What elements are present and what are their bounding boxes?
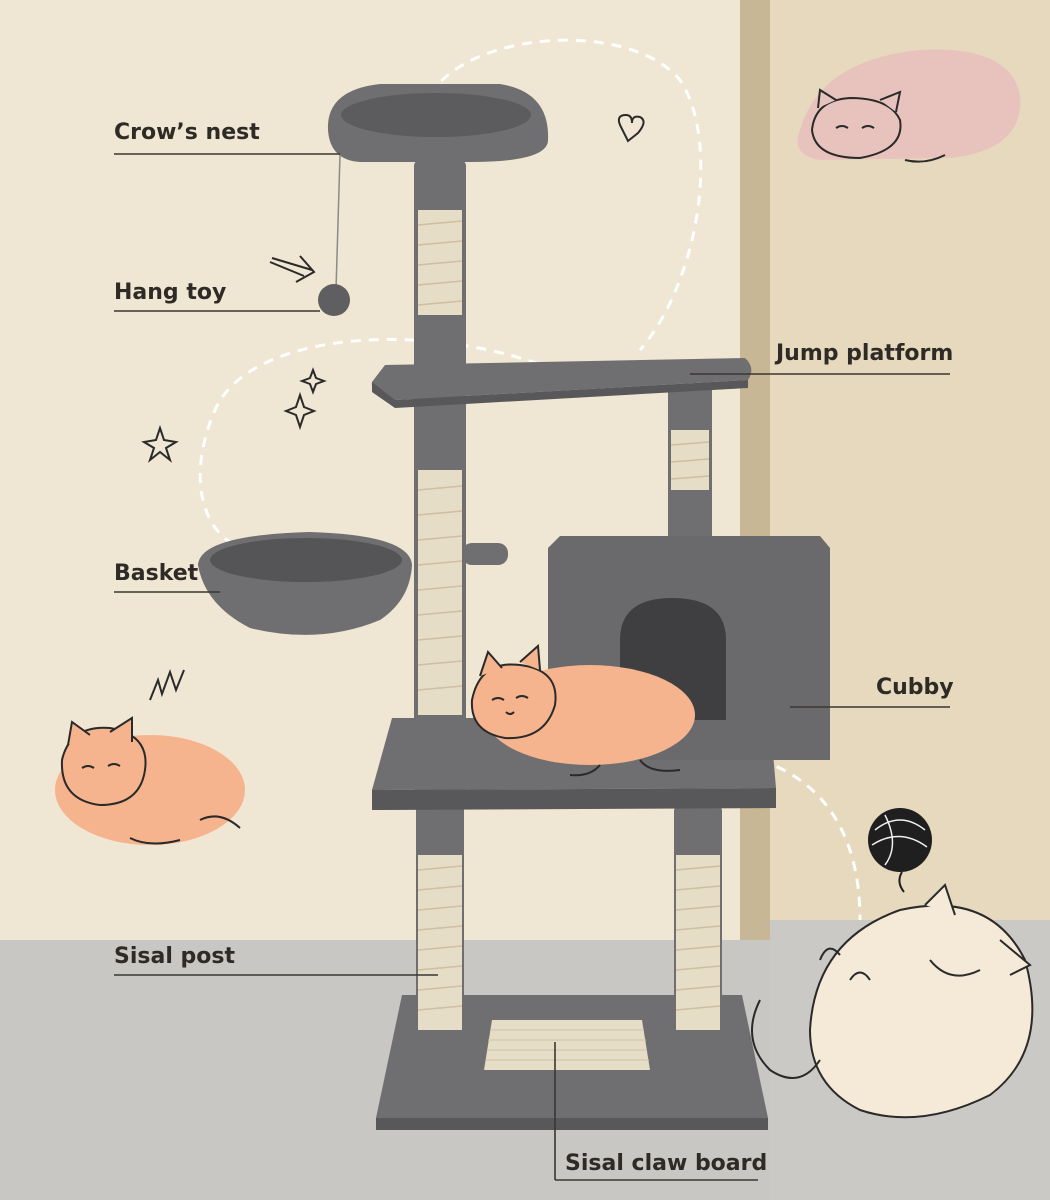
sisal-post-left-lower (416, 805, 464, 1105)
yarn-ball-icon (868, 808, 932, 893)
jump-trail-right (759, 758, 862, 921)
cat-grumpy-orange (55, 668, 245, 845)
label-leader-lines (114, 153, 950, 1181)
cat-playing-cream (751, 808, 1034, 1119)
crows-nest (327, 84, 549, 162)
post-peg (462, 543, 508, 565)
label-crows-nest: Crow’s nest (114, 120, 260, 145)
label-sisal-claw-board: Sisal claw board (565, 1151, 768, 1176)
cat-sleeping-orange (470, 643, 695, 777)
cat-sleeping-pink (797, 49, 1021, 163)
sparkle-doodle-icon (283, 391, 317, 431)
hang-toy (318, 154, 350, 316)
label-hang-toy: Hang toy (114, 280, 227, 305)
label-sisal-post: Sisal post (114, 944, 235, 969)
scribble-doodle-icon (149, 668, 185, 701)
label-jump-platform: Jump platform (776, 341, 954, 366)
jump-trails (198, 38, 862, 921)
sisal-post-right-lower (674, 805, 722, 1105)
sparkle-doodle-icon (141, 424, 179, 463)
arrow-doodle-icon (269, 255, 316, 283)
sisal-post-right-upper (668, 385, 712, 550)
sisal-claw-board (484, 1020, 650, 1070)
sparkle-doodle-icon (299, 367, 327, 395)
jump-trail-left (198, 338, 556, 547)
basket (198, 532, 412, 635)
sisal-post-main (414, 160, 508, 810)
label-basket: Basket (114, 561, 199, 586)
heart-doodle-icon (617, 113, 645, 143)
jump-trail-top (428, 38, 703, 351)
label-cubby: Cubby (876, 675, 954, 700)
jump-platform (371, 358, 752, 408)
base-board (376, 995, 768, 1130)
